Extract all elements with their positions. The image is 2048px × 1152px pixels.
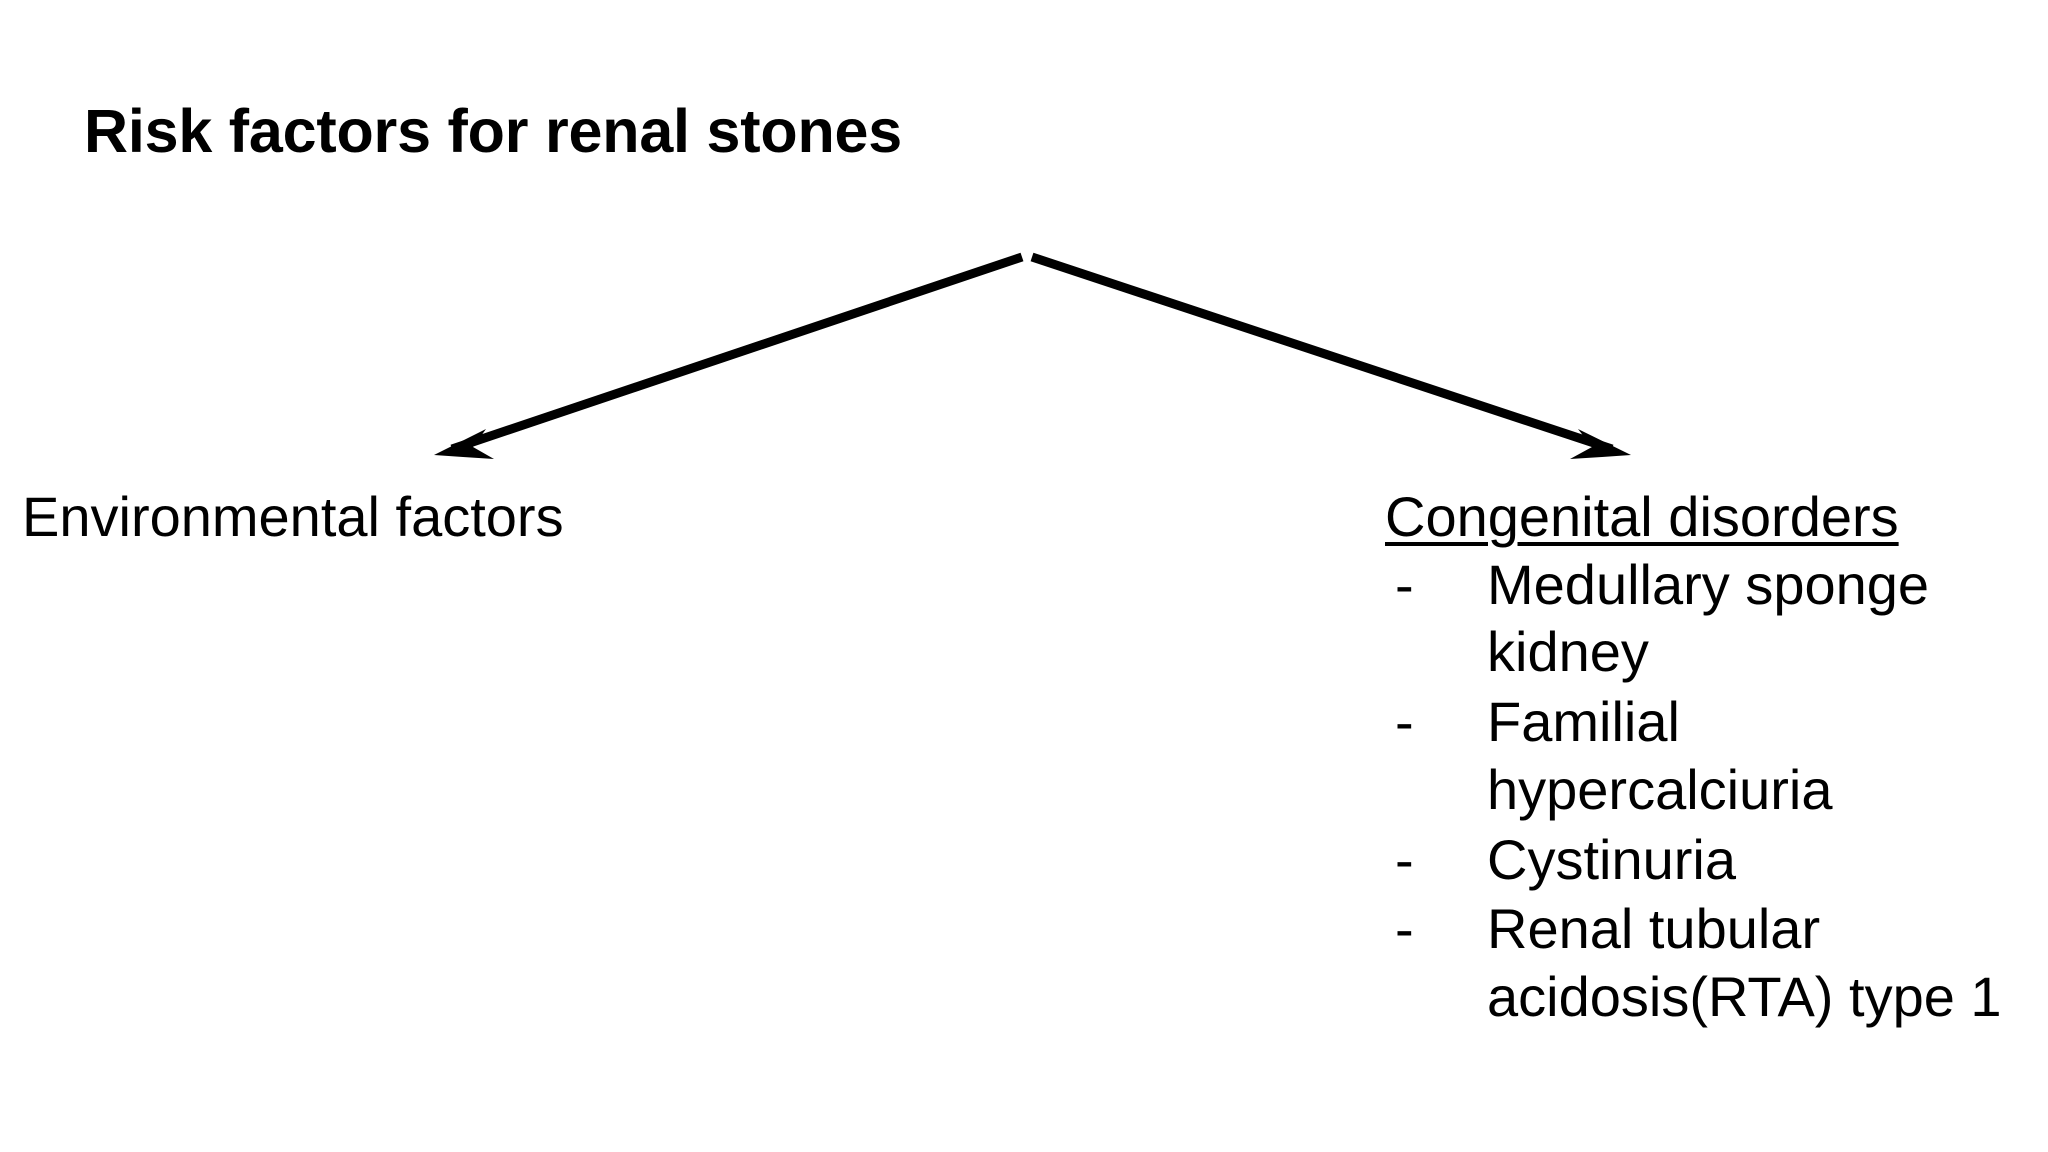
branch-environmental-heading: Environmental factors xyxy=(22,485,564,548)
left-arrow-shaft xyxy=(450,252,1024,454)
right-arrow xyxy=(1030,252,1631,459)
page-title: Risk factors for renal stones xyxy=(84,97,902,165)
list-item-label: Medullary sponge kidney xyxy=(1487,552,1930,684)
list-item: - Medullary sponge kidney xyxy=(1385,551,2025,687)
branch-congenital: Congenital disorders - Medullary sponge … xyxy=(1385,485,2025,1031)
bullet-dash-icon: - xyxy=(1395,552,1414,616)
left-arrow xyxy=(434,252,1024,459)
bullet-dash-icon: - xyxy=(1395,690,1414,754)
right-arrow-shaft xyxy=(1030,252,1614,454)
left-arrow-head xyxy=(434,429,494,459)
branch-environmental: Environmental factors xyxy=(22,485,922,549)
bullet-dash-icon: - xyxy=(1395,827,1414,891)
bullet-dash-icon: - xyxy=(1395,897,1414,961)
list-item-label: Familial hypercalciuria xyxy=(1487,690,1833,821)
list-item: - Cystinuria xyxy=(1385,826,2025,894)
right-arrow-head xyxy=(1570,429,1631,459)
branch-congenital-heading: Congenital disorders xyxy=(1385,485,1899,548)
list-item: - Renal tubular acidosis(RTA) type 1 xyxy=(1385,895,2025,1031)
list-item: - Familial hypercalciuria xyxy=(1385,688,2025,824)
list-item-label: Renal tubular acidosis(RTA) type 1 xyxy=(1487,897,2002,1029)
congenital-disorders-list: - Medullary sponge kidney - Familial hyp… xyxy=(1385,551,2025,1031)
list-item-label: Cystinuria xyxy=(1487,827,1736,891)
